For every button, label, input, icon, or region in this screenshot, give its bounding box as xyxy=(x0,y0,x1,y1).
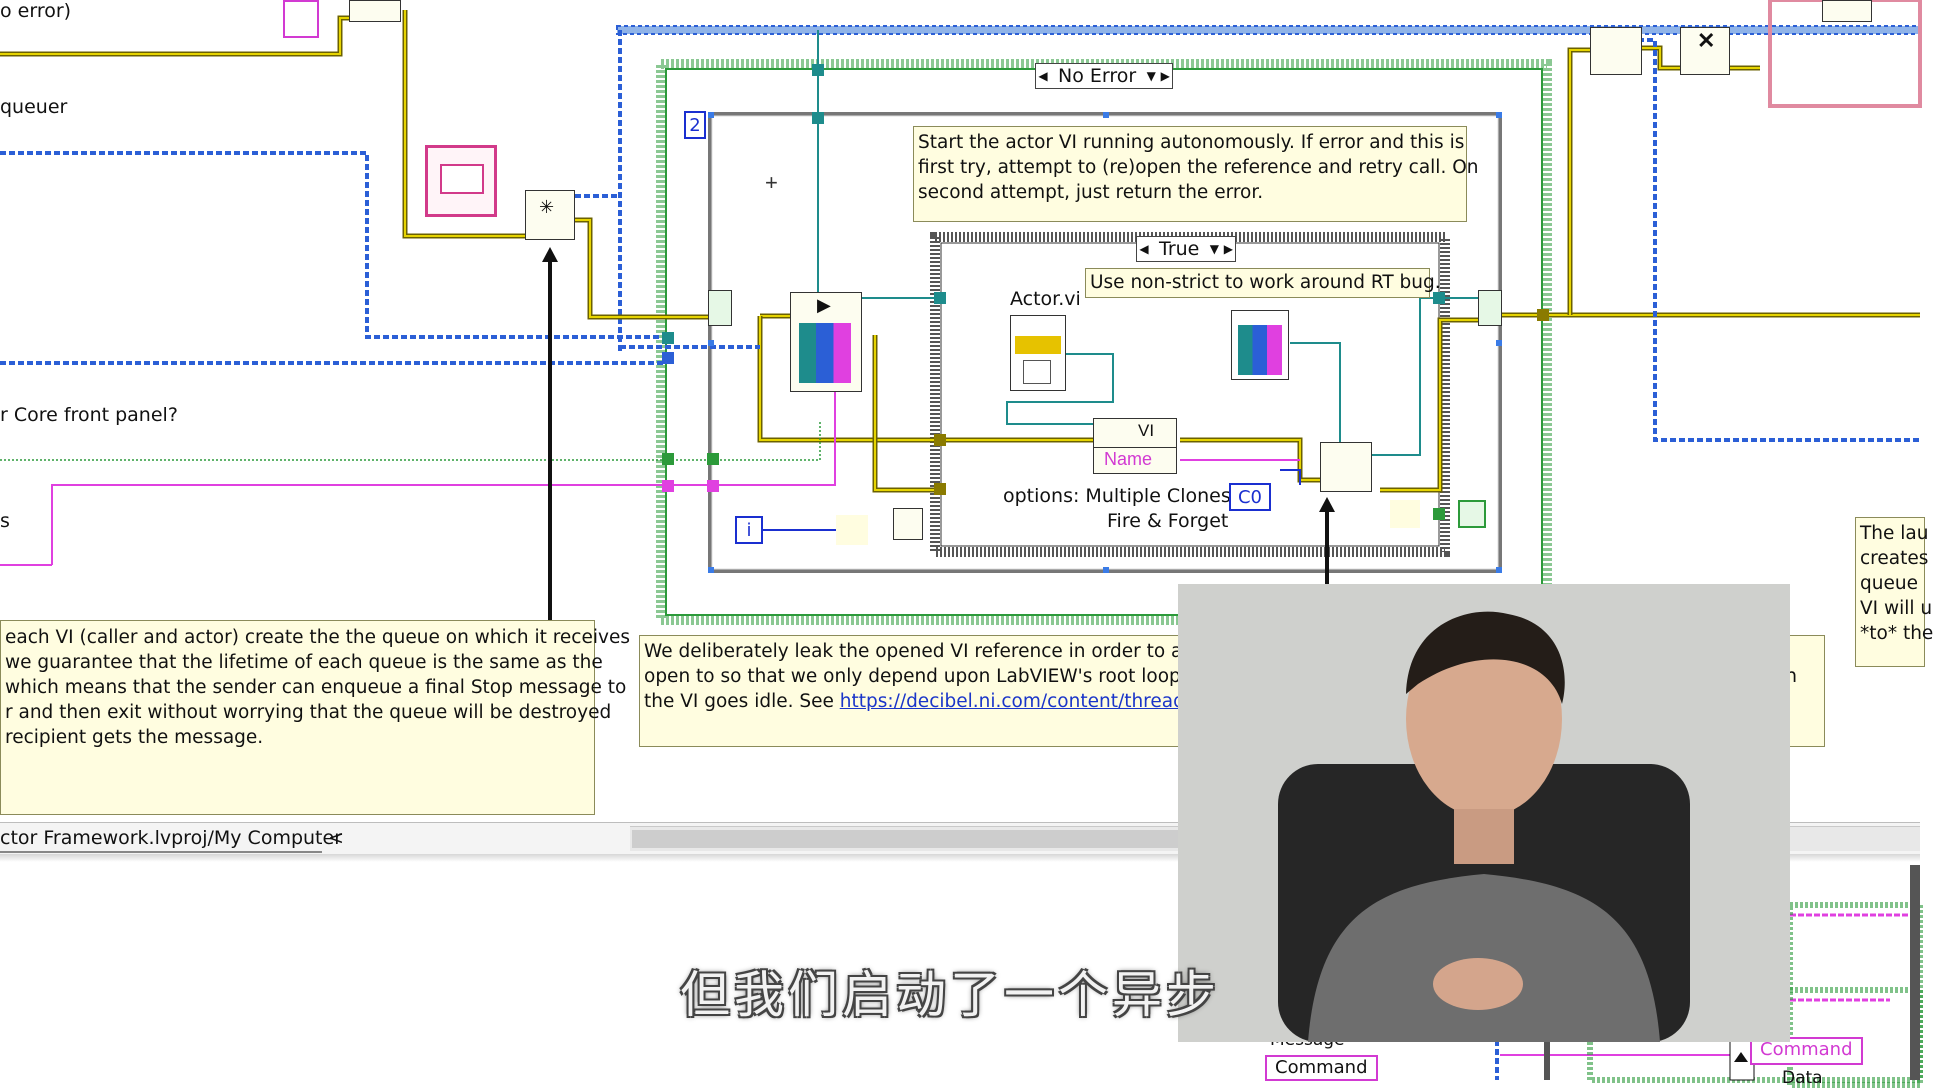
top-frame-border xyxy=(616,25,1921,35)
name-property: Name xyxy=(1104,449,1153,469)
gear-icon xyxy=(1023,360,1051,384)
crosshair-cursor-icon: + xyxy=(765,170,778,195)
shift-register-right[interactable] xyxy=(1478,290,1502,326)
obtain-queue-node[interactable]: ✳ xyxy=(525,190,575,240)
star-icon: ✳ xyxy=(539,197,555,217)
start-async-call-node[interactable]: ▶ xyxy=(790,292,862,392)
right-structure xyxy=(1768,0,1922,108)
play-icon: ▶ xyxy=(817,295,831,315)
iteration-terminal: i xyxy=(735,516,763,544)
open-vi-reference-node[interactable]: VI Name xyxy=(1093,418,1177,474)
comment-right-partial: The lau creates queue VI will u *to* the xyxy=(1855,517,1933,667)
loop-count-terminal[interactable]: 2 xyxy=(684,111,706,139)
case-next-arrow[interactable]: ▶ xyxy=(1223,242,1233,256)
enqueue-element-node[interactable] xyxy=(349,0,401,22)
video-subtitle: 但我们启动了一个异步 xyxy=(680,966,1220,1024)
chevron-down-icon[interactable]: ▼ xyxy=(1146,69,1156,83)
select-node[interactable] xyxy=(1320,442,1372,492)
inner-case-selector[interactable]: ◀ True ▼ ▶ xyxy=(1136,236,1237,262)
outer-case-label: No Error xyxy=(1058,65,1137,87)
options-constant[interactable]: C0 xyxy=(1229,483,1271,511)
s-label: s xyxy=(0,510,10,532)
close-icon: ✕ xyxy=(1697,28,1716,53)
inner-case-structure xyxy=(930,232,1450,557)
thread-link[interactable]: https://decibel.ni.com/content/thread/1 xyxy=(839,691,1203,712)
enqueuer-label: queuer xyxy=(0,96,68,118)
scrollbar-thumb[interactable] xyxy=(632,830,1192,848)
presenter-image xyxy=(1178,584,1790,1042)
type-cast-node[interactable] xyxy=(1231,310,1289,380)
not-node[interactable] xyxy=(1390,500,1420,528)
actor-vi-label: Actor.vi xyxy=(1010,288,1081,310)
error-indicator[interactable] xyxy=(283,0,319,38)
case-next-arrow[interactable]: ▶ xyxy=(1160,69,1170,83)
options-label-line1: options: Multiple Clones, xyxy=(1003,485,1237,507)
project-path: ctor Framework.lvproj/My Computer xyxy=(0,827,342,849)
front-panel-question-label: r Core front panel? xyxy=(0,404,178,426)
and-node[interactable] xyxy=(893,508,923,540)
data-label: Data xyxy=(1782,1068,1823,1088)
actor-vi-icon[interactable] xyxy=(1010,315,1066,391)
options-label-line2: Fire & Forget xyxy=(1107,510,1229,532)
conditional-terminal[interactable] xyxy=(1458,500,1486,528)
right-enqueue-node[interactable] xyxy=(1822,0,1872,22)
error-label: o error) xyxy=(0,0,72,22)
inner-case-label: True xyxy=(1159,238,1200,260)
equal-zero-node[interactable] xyxy=(836,515,868,545)
command-label-left: Command xyxy=(1265,1055,1378,1081)
case-prev-arrow[interactable]: ◀ xyxy=(1038,69,1048,83)
chevron-down-icon[interactable]: ▼ xyxy=(1209,242,1219,256)
message-queue-class-constant[interactable] xyxy=(425,145,497,217)
release-queue-node[interactable] xyxy=(1590,27,1642,75)
case-prev-arrow[interactable]: ◀ xyxy=(1139,242,1149,256)
comment-queue-lifetime: each VI (caller and actor) create the th… xyxy=(0,620,630,815)
webcam-video-overlay xyxy=(1178,584,1790,1042)
shift-register-left[interactable] xyxy=(708,290,732,326)
close-queue-node[interactable]: ✕ xyxy=(1680,27,1730,75)
outer-case-selector[interactable]: ◀ No Error ▼ ▶ xyxy=(1035,63,1174,89)
comment-start-actor: Start the actor VI running autonomously.… xyxy=(913,126,1479,222)
comment-rt-bug: Use non-strict to work around RT bug. xyxy=(1085,268,1441,298)
nav-arrow-button[interactable]: < xyxy=(328,827,344,849)
